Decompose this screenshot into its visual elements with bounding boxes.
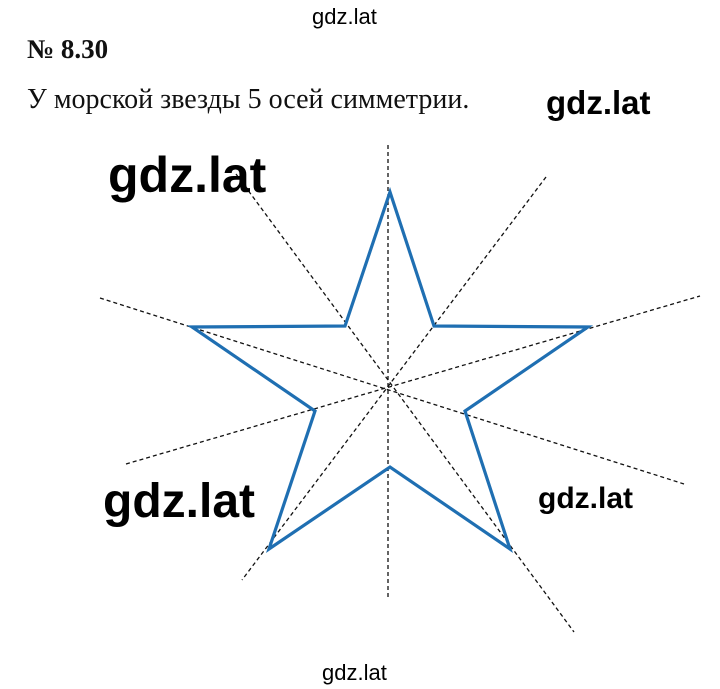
axis-rising-steep	[241, 176, 547, 581]
axis-rising-shallow	[125, 295, 701, 465]
watermark-star-top-left: gdz.lat	[108, 147, 267, 203]
symmetry-axes	[99, 145, 701, 633]
starfish-outline	[186, 186, 594, 553]
watermark-top: gdz.lat	[312, 4, 377, 29]
watermark-star-bottom-left: gdz.lat	[103, 475, 255, 528]
watermark-right-of-text: gdz.lat	[546, 84, 651, 121]
watermark-star-bottom-right: gdz.lat	[538, 482, 633, 515]
watermark-bottom: gdz.lat	[322, 660, 387, 685]
task-text: У морской звезды 5 осей симметрии.	[27, 84, 470, 115]
axis-falling-steep	[235, 173, 575, 633]
task-number: № 8.30	[27, 34, 109, 64]
